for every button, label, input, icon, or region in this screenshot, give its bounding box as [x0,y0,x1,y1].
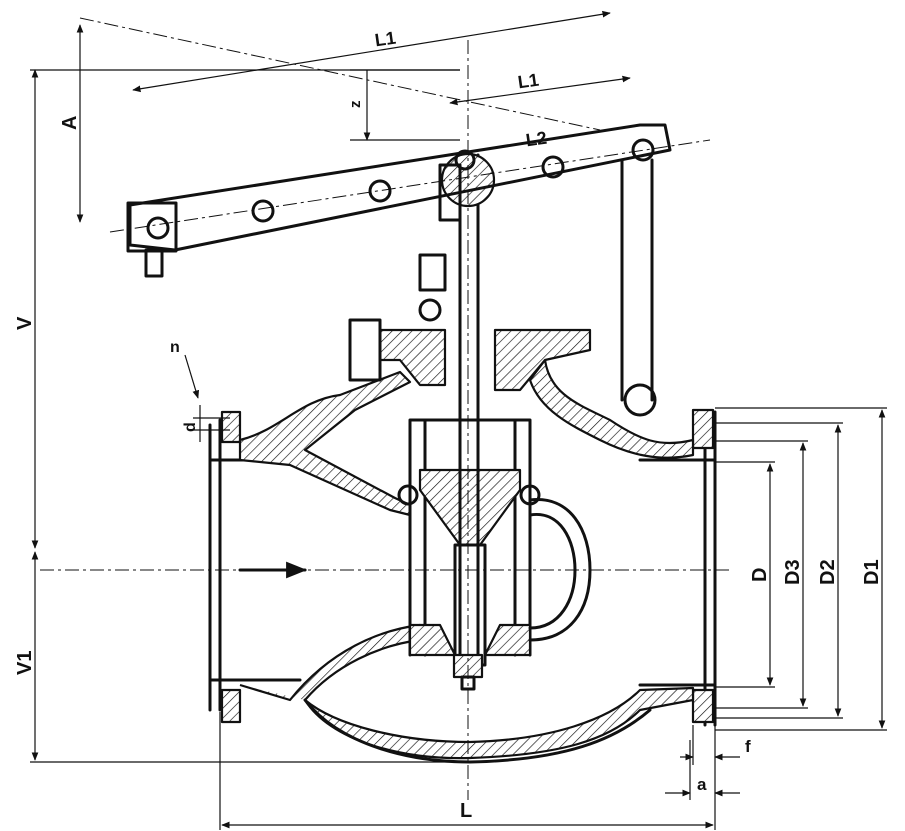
lever-arm [109,123,711,417]
label-L1-top: L1 [374,28,398,51]
label-L1-mid: L1 [517,70,541,93]
dimension-lines [30,10,887,830]
label-a: a [697,775,707,794]
label-D3: D3 [782,559,804,585]
label-V1: V1 [14,651,36,675]
label-L: L [460,800,472,822]
label-f: f [745,737,751,756]
label-d: d [182,422,199,432]
label-D2: D2 [817,559,839,585]
label-L2: L2 [525,128,549,151]
dimension-labels: L1 L1 L2 A z V V1 n d D D3 D2 D1 f a L [14,28,883,822]
label-n: n [170,339,180,356]
label-D: D [749,568,771,582]
label-z: z [347,101,364,109]
valve-body [208,253,717,764]
label-V: V [14,316,36,330]
label-A: A [59,116,81,130]
label-D1: D1 [861,559,883,585]
